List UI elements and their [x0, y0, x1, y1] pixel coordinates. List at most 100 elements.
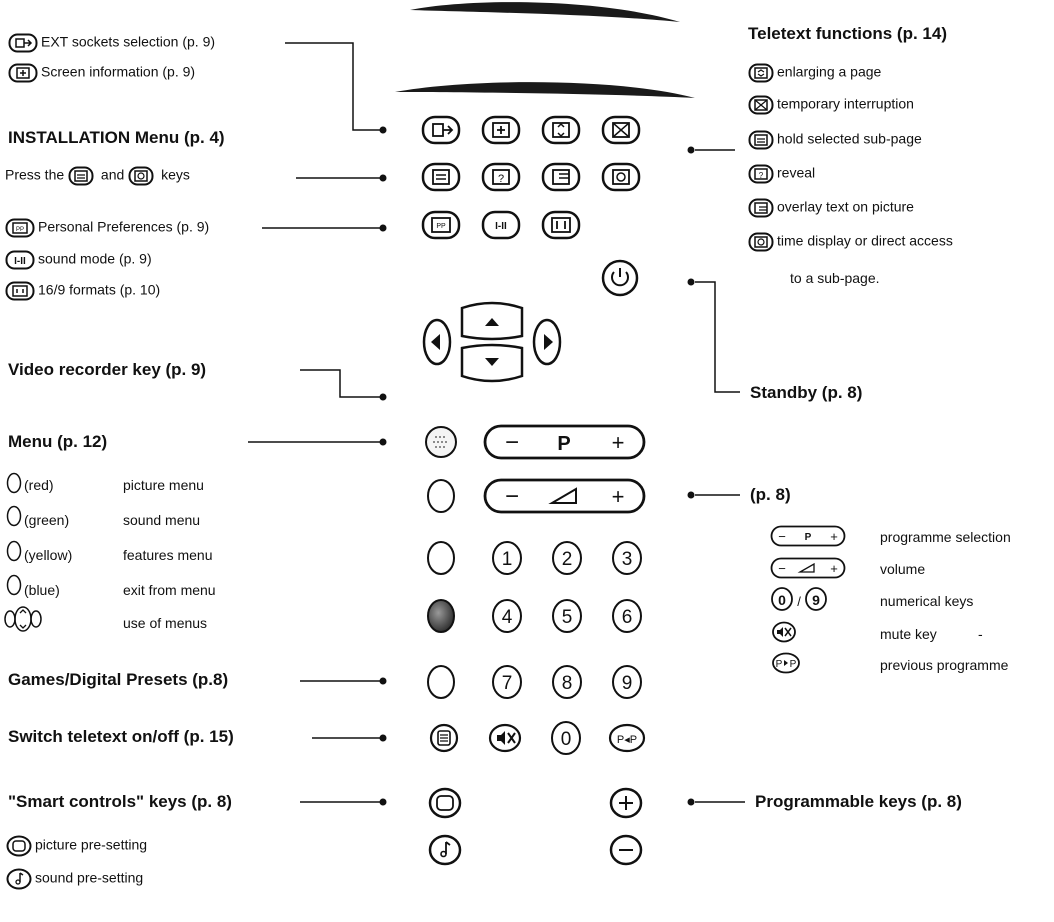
- svg-text:+: +: [830, 561, 838, 576]
- ext-socket-icon: [8, 33, 38, 53]
- picture-smart-button[interactable]: [428, 786, 462, 820]
- volume-rocker[interactable]: −+: [482, 477, 647, 515]
- programme-p-label: P: [557, 433, 570, 455]
- svg-text:+: +: [830, 529, 838, 544]
- blue-key-label: exit from menu: [123, 582, 216, 598]
- digit-4-button[interactable]: 4: [491, 598, 523, 634]
- teletext-item-0: enlarging a page: [777, 63, 882, 80]
- previous-programme-button[interactable]: P◂P: [608, 722, 646, 754]
- programme-minus[interactable]: −: [505, 429, 519, 456]
- teletext-button[interactable]: [428, 722, 460, 754]
- personal-prefs-button[interactable]: PP: [421, 210, 461, 240]
- digit-3-button[interactable]: 3: [611, 540, 643, 576]
- teletext-item-4: overlay text on picture: [777, 198, 914, 215]
- sound-mode-icon: I-II: [5, 250, 35, 270]
- sound-smart-button[interactable]: [428, 833, 462, 867]
- blue-button[interactable]: [426, 664, 456, 700]
- menu-button[interactable]: [424, 425, 458, 459]
- svg-text:P: P: [776, 659, 783, 670]
- digit-9-button[interactable]: 9: [611, 664, 643, 700]
- sound-preset-row: sound pre-setting: [6, 868, 143, 890]
- enlarge-page-button[interactable]: [541, 115, 581, 145]
- svg-text:−: −: [778, 561, 786, 576]
- ext-sockets-button[interactable]: [421, 115, 461, 145]
- programme-plus[interactable]: +: [612, 430, 625, 455]
- teletext-item-1: temporary interruption: [777, 95, 914, 112]
- programmable-plus-button[interactable]: [609, 786, 643, 820]
- hold-key-icon: [68, 166, 94, 186]
- formats-row: 16/9 formats (p. 10): [5, 281, 160, 301]
- standby-heading: Standby (p. 8): [750, 383, 863, 402]
- green-key-label: sound menu: [123, 512, 201, 528]
- reveal-button[interactable]: ?: [481, 162, 521, 192]
- svg-text:0: 0: [778, 592, 786, 608]
- personal-prefs-label: Personal Preferences (p. 9): [38, 218, 210, 235]
- screen-info-icon: [8, 63, 38, 83]
- svg-text:I-II: I-II: [14, 256, 26, 267]
- volume-minus[interactable]: −: [505, 483, 519, 510]
- teletext-item-3: reveal: [777, 164, 816, 181]
- digit-7-button[interactable]: 7: [491, 664, 523, 700]
- formats-button[interactable]: [541, 210, 581, 240]
- keys-text: keys: [161, 166, 190, 183]
- screen-info-button[interactable]: [481, 115, 521, 145]
- volume-plus[interactable]: +: [612, 484, 625, 509]
- legend-programme-icon: −P+: [770, 525, 846, 552]
- red-key-icon: [6, 472, 22, 494]
- previous-programme-label: P◂P: [617, 734, 637, 746]
- cursor-pad: [422, 301, 562, 383]
- overlay-text-button[interactable]: [541, 162, 581, 192]
- yellow-key-row: [6, 540, 25, 562]
- mute-dash: -: [978, 626, 983, 642]
- digit-6-button[interactable]: 6: [611, 598, 643, 634]
- cursor-left-button[interactable]: [422, 318, 452, 366]
- green-button[interactable]: [426, 540, 456, 576]
- teletext-heading: Teletext functions (p. 14): [748, 24, 947, 43]
- time-display-button[interactable]: [601, 162, 641, 192]
- legend-label-3: mute key: [880, 626, 937, 642]
- standby-button[interactable]: [600, 258, 640, 298]
- sound-preset-icon: [6, 868, 32, 890]
- picture-preset-label: picture pre-setting: [35, 836, 148, 853]
- svg-text:−: −: [778, 529, 786, 544]
- digit-2-button[interactable]: 2: [551, 540, 583, 576]
- programmable-minus-button[interactable]: [609, 833, 643, 867]
- screen-info-row: Screen information (p. 9): [8, 63, 195, 83]
- and-text: and: [100, 166, 125, 183]
- red-button[interactable]: [426, 478, 456, 514]
- digit-4-label: 4: [502, 607, 513, 628]
- digit-1-button[interactable]: 1: [491, 540, 523, 576]
- temporary-interruption-button[interactable]: [601, 115, 641, 145]
- programme-rocker[interactable]: − P +: [482, 423, 647, 461]
- digit-5-button[interactable]: 5: [551, 598, 583, 634]
- digit-0-button[interactable]: 0: [550, 720, 582, 756]
- use-of-menus-label: use of menus: [123, 615, 208, 631]
- cursor-right-button[interactable]: [532, 318, 562, 366]
- legend-volume-icon: −+: [770, 557, 846, 584]
- blue-key-icon: [6, 574, 22, 596]
- legend-mute-icon: [771, 621, 797, 648]
- video-recorder-heading: Video recorder key (p. 9): [8, 360, 207, 379]
- legend-label-0: programme selection: [880, 529, 1011, 545]
- formats-label: 16/9 formats (p. 10): [38, 281, 161, 298]
- cursor-up-button[interactable]: [460, 301, 524, 341]
- sound-mode-button[interactable]: I-II: [481, 210, 521, 240]
- teletext-hold-row: hold selected sub-page: [748, 130, 922, 150]
- blue-key-color: (blue): [24, 582, 60, 598]
- digit-3-label: 3: [622, 549, 633, 570]
- digit-8-button[interactable]: 8: [551, 664, 583, 700]
- sound-mode-key-label: I-II: [495, 221, 507, 232]
- cursor-down-button[interactable]: [460, 343, 524, 383]
- hold-subpage-button[interactable]: [421, 162, 461, 192]
- teletext-time-row: time display or direct access: [748, 232, 953, 252]
- teletext-item-5: time display or direct access: [777, 232, 953, 249]
- yellow-button[interactable]: [426, 598, 456, 634]
- sound-preset-label: sound pre-setting: [35, 869, 144, 886]
- green-key-row: [6, 505, 25, 527]
- mute-button[interactable]: [488, 722, 522, 754]
- digit-2-label: 2: [562, 549, 573, 570]
- legend-numeric-icon: 0/9: [770, 586, 830, 617]
